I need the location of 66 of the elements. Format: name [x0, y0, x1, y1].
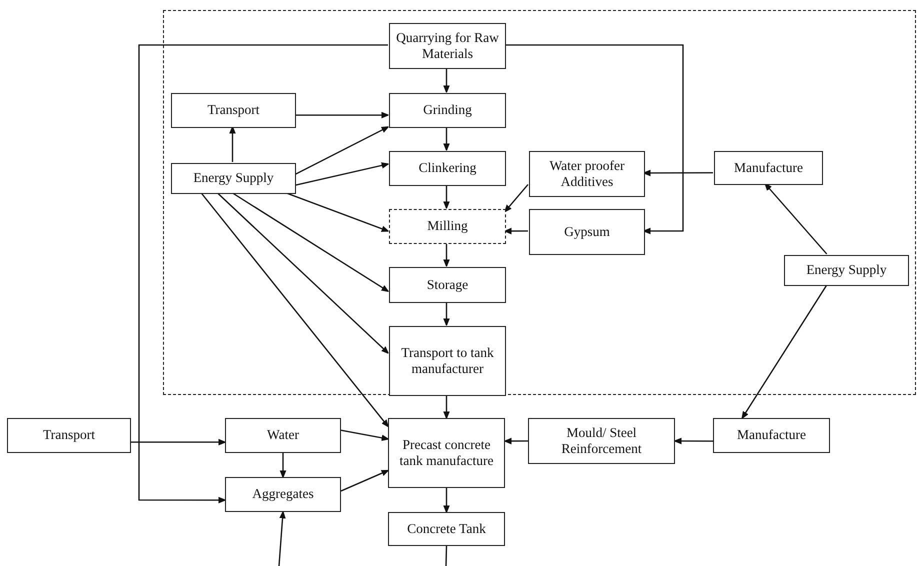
process-box — [225, 477, 341, 512]
arrow — [138, 44, 388, 504]
arrow — [505, 44, 684, 234]
process-box — [389, 326, 506, 396]
node-label: Energy Supply — [192, 170, 275, 187]
process-box — [714, 151, 823, 185]
dashed-boundary — [163, 10, 916, 395]
arrow — [504, 438, 528, 444]
node-label: Milling — [426, 218, 469, 235]
process-box — [529, 209, 645, 255]
node-label: Transport — [206, 102, 260, 119]
arrow — [443, 395, 450, 420]
arrow — [286, 192, 389, 232]
process-box — [388, 512, 505, 546]
process-box — [389, 267, 506, 303]
node-label: Manufacture — [733, 160, 804, 176]
process-box — [171, 93, 296, 128]
process-box — [784, 255, 909, 286]
node-label: Storage — [426, 276, 470, 294]
arrow — [217, 192, 389, 354]
arrow — [443, 68, 450, 94]
arrow — [340, 430, 390, 441]
node-label: Gypsum — [563, 224, 611, 240]
arrow — [443, 488, 450, 514]
node-label: Concrete Tank — [406, 520, 487, 538]
arrow — [232, 192, 389, 292]
arrow — [443, 185, 450, 210]
node-label: Grinding — [422, 102, 473, 119]
node-label: Quarrying for Raw Materials — [395, 30, 500, 62]
process-box — [528, 418, 675, 464]
node-label: Water — [266, 427, 300, 444]
arrow — [443, 127, 450, 152]
arrow — [443, 243, 450, 268]
node-label: Aggregates — [251, 486, 315, 503]
node-label: Transport — [42, 427, 96, 444]
arrow — [674, 438, 713, 444]
arrow — [443, 302, 450, 326]
arrow — [294, 162, 390, 186]
process-box — [7, 418, 131, 453]
arrow — [200, 192, 389, 428]
node-label: Transport to tank manufacturer — [400, 344, 495, 378]
node-label: Water proofer Additives — [548, 158, 626, 190]
arrow — [294, 126, 389, 175]
arrow — [764, 183, 828, 254]
node-label: Energy Supply — [805, 262, 888, 279]
process-box — [171, 163, 296, 194]
arrow — [280, 453, 286, 478]
process-box — [713, 418, 830, 453]
arrow — [340, 470, 389, 492]
arrow — [131, 439, 226, 446]
node-label: Manufacture — [736, 427, 807, 444]
node-label: Precast concrete tank manufacture — [398, 436, 495, 470]
arrow — [278, 510, 286, 566]
arrow — [742, 284, 828, 419]
process-box — [388, 418, 505, 488]
dashed-process-box — [389, 209, 506, 244]
node-label: Clinkering — [418, 160, 478, 177]
node-label: Mould/ Steel Reinforcement — [560, 424, 643, 458]
process-box — [529, 151, 645, 197]
process-box — [389, 151, 506, 186]
arrow — [229, 126, 236, 162]
arrow — [295, 112, 390, 118]
arrow — [504, 184, 528, 212]
process-box — [389, 93, 506, 128]
process-box — [389, 23, 506, 69]
process-box — [225, 418, 341, 453]
